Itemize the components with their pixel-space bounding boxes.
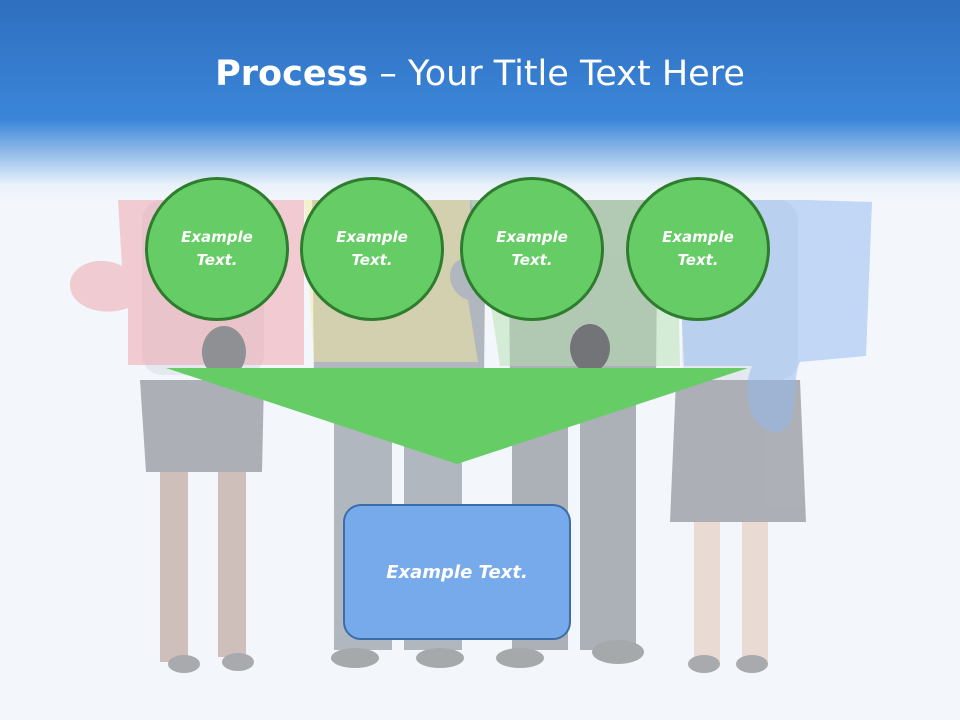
header-band [0, 0, 960, 200]
person-skirt [140, 380, 264, 472]
circle-text: Example Text. [662, 228, 734, 269]
slide-title: Process – Your Title Text Here [0, 52, 960, 96]
process-circle-2: Example Text. [300, 177, 444, 321]
process-circle-1: Example Text. [145, 177, 289, 321]
circle-text: Example Text. [336, 228, 408, 269]
process-circle-4: Example Text. [626, 177, 770, 321]
process-circle-3: Example Text. [460, 177, 604, 321]
title-rest: – Your Title Text Here [368, 54, 745, 94]
result-box-text: Example Text. [386, 561, 528, 583]
title-bold: Process [215, 54, 369, 94]
circle-text: Example Text. [181, 228, 253, 269]
circle-text: Example Text. [496, 228, 568, 269]
result-box: Example Text. [343, 504, 571, 640]
